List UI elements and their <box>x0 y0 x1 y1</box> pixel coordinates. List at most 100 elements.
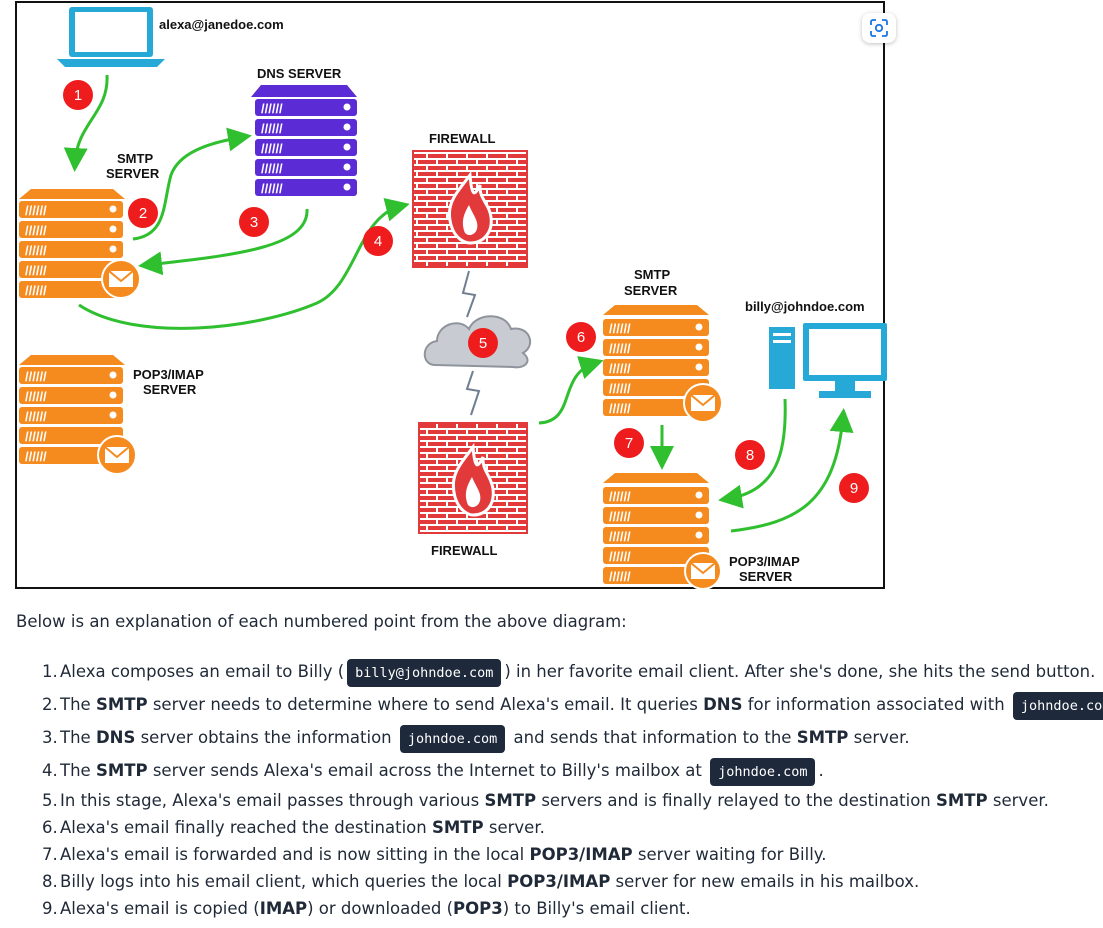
step-number: 4. <box>42 761 58 780</box>
receiver-smtp-server-icon: ////////////////////////////// <box>603 305 723 423</box>
step-text: server sends Alexa's email across the In… <box>147 761 708 780</box>
step-text: Billy logs into his email client, which … <box>60 872 508 891</box>
svg-text://////: ////// <box>609 509 631 524</box>
svg-text://////: ////// <box>25 243 47 258</box>
svg-text://////: ////// <box>609 549 631 564</box>
step-text: server waiting for Billy. <box>632 845 827 864</box>
step-number: 3. <box>42 728 58 747</box>
svg-text://////: ////// <box>25 429 47 444</box>
sender-smtp-server-icon: ////// ////// ////// ////// ////// <box>19 189 141 299</box>
step-item: 6.Alexa's email finally reached the dest… <box>16 814 1103 841</box>
step-text: ) or downloaded ( <box>307 899 454 918</box>
svg-text:1: 1 <box>74 87 82 104</box>
step-text: The <box>60 761 96 780</box>
svg-text://////: ////// <box>25 263 47 278</box>
bold-term: SMTP <box>484 791 537 810</box>
email-flow-diagram: alexa@janedoe.com DNS SERVER ////// ////… <box>15 1 896 590</box>
step-number: 7. <box>42 845 58 864</box>
envelope-icon <box>97 435 137 475</box>
step-text: server needs to determine where to send … <box>147 695 704 714</box>
bold-term: POP3 <box>453 899 503 918</box>
firewall-icon <box>418 422 528 534</box>
sender-email-label: alexa@janedoe.com <box>159 17 284 32</box>
envelope-icon <box>684 552 722 590</box>
step-text: for information associated with <box>742 695 1010 714</box>
bold-term: SMTP <box>95 761 148 780</box>
svg-text:2: 2 <box>139 205 147 222</box>
step-number: 6. <box>42 818 58 837</box>
laptop-icon <box>57 7 165 67</box>
pop3-server-label-2a: POP3/IMAP <box>729 554 800 569</box>
bold-term: DNS <box>95 728 136 747</box>
image-scan-button[interactable] <box>862 13 896 43</box>
sender-pop3-server-icon: ////////////////////////////// <box>19 355 137 475</box>
marker-7: 7 <box>614 428 644 458</box>
step-number: 5. <box>42 791 58 810</box>
step-text: server obtains the information <box>135 728 397 747</box>
svg-text://////: ////// <box>25 283 47 298</box>
marker-6: 6 <box>566 322 596 352</box>
svg-text://////: ////// <box>261 141 283 156</box>
svg-text://////: ////// <box>609 569 631 584</box>
svg-text://////: ////// <box>261 121 283 136</box>
steps-list: 1.Alexa composes an email to Billy (bill… <box>16 655 1103 922</box>
step-item: 7.Alexa's email is forwarded and is now … <box>16 841 1103 868</box>
inline-code: billy@johndoe.com <box>347 659 502 687</box>
svg-text://////: ////// <box>261 181 283 196</box>
smtp-server-label-2b: SERVER <box>624 283 678 298</box>
step-text: Alexa composes an email to Billy ( <box>60 662 345 681</box>
firewall-icon <box>412 150 528 268</box>
step-text: server. <box>483 818 545 837</box>
step-number: 8. <box>42 872 58 891</box>
svg-text:4: 4 <box>374 233 382 250</box>
svg-text://////: ////// <box>609 361 631 376</box>
bold-term: IMAP <box>259 899 308 918</box>
svg-text://////: ////// <box>609 529 631 544</box>
pop3-server-label-2b: SERVER <box>739 569 793 584</box>
marker-1: 1 <box>63 80 93 110</box>
svg-text://////: ////// <box>25 409 47 424</box>
dns-server-label: DNS SERVER <box>257 66 342 81</box>
intro-text: Below is an explanation of each numbered… <box>16 612 627 631</box>
svg-text://////: ////// <box>609 401 631 416</box>
smtp-server-label-2a: SMTP <box>634 267 670 282</box>
scan-icon <box>870 19 888 37</box>
firewall-label-bottom: FIREWALL <box>431 543 497 558</box>
svg-text://////: ////// <box>25 449 47 464</box>
receiver-pop3-server-icon: ////// ////// ////// ////// ////// <box>603 473 722 590</box>
step-item: 9.Alexa's email is copied (IMAP) or down… <box>16 895 1103 922</box>
marker-4: 4 <box>363 226 393 256</box>
svg-text://////: ////// <box>609 381 631 396</box>
marker-9: 9 <box>839 473 869 503</box>
svg-text://////: ////// <box>609 321 631 336</box>
svg-text://////: ////// <box>25 203 47 218</box>
pop3-server-label-1a: POP3/IMAP <box>133 367 204 382</box>
svg-text://////: ////// <box>609 489 631 504</box>
bold-term: SMTP <box>95 695 148 714</box>
dns-server-icon: ////// ////// ////// ////// ////// <box>251 85 357 196</box>
marker-2: 2 <box>128 198 158 228</box>
svg-text:7: 7 <box>625 435 633 452</box>
diagram-canvas: alexa@janedoe.com DNS SERVER ////// ////… <box>19 7 887 590</box>
svg-text://////: ////// <box>25 369 47 384</box>
bold-term: POP3/IMAP <box>507 872 611 891</box>
step-item: 3.The DNS server obtains the information… <box>16 721 1103 754</box>
svg-text://////: ////// <box>25 223 47 238</box>
marker-5: 5 <box>468 328 498 358</box>
bold-term: SMTP <box>431 818 484 837</box>
desktop-computer-icon <box>769 323 887 398</box>
step-item: 8.Billy logs into his email client, whic… <box>16 868 1103 895</box>
svg-text:9: 9 <box>850 480 858 497</box>
bold-term: DNS <box>703 695 743 714</box>
svg-text://////: ////// <box>261 161 283 176</box>
smtp-server-label-1a: SMTP <box>117 151 153 166</box>
step-item: 2.The SMTP server needs to determine whe… <box>16 688 1103 721</box>
step-number: 9. <box>42 899 58 918</box>
marker-3: 3 <box>239 207 269 237</box>
step-text: The <box>60 728 96 747</box>
step-text: The <box>60 695 96 714</box>
step-text: server for new emails in his mailbox. <box>610 872 920 891</box>
svg-text:8: 8 <box>746 447 754 464</box>
step-item: 1.Alexa composes an email to Billy (bill… <box>16 655 1103 688</box>
step-text: Alexa's email finally reached the destin… <box>60 818 432 837</box>
